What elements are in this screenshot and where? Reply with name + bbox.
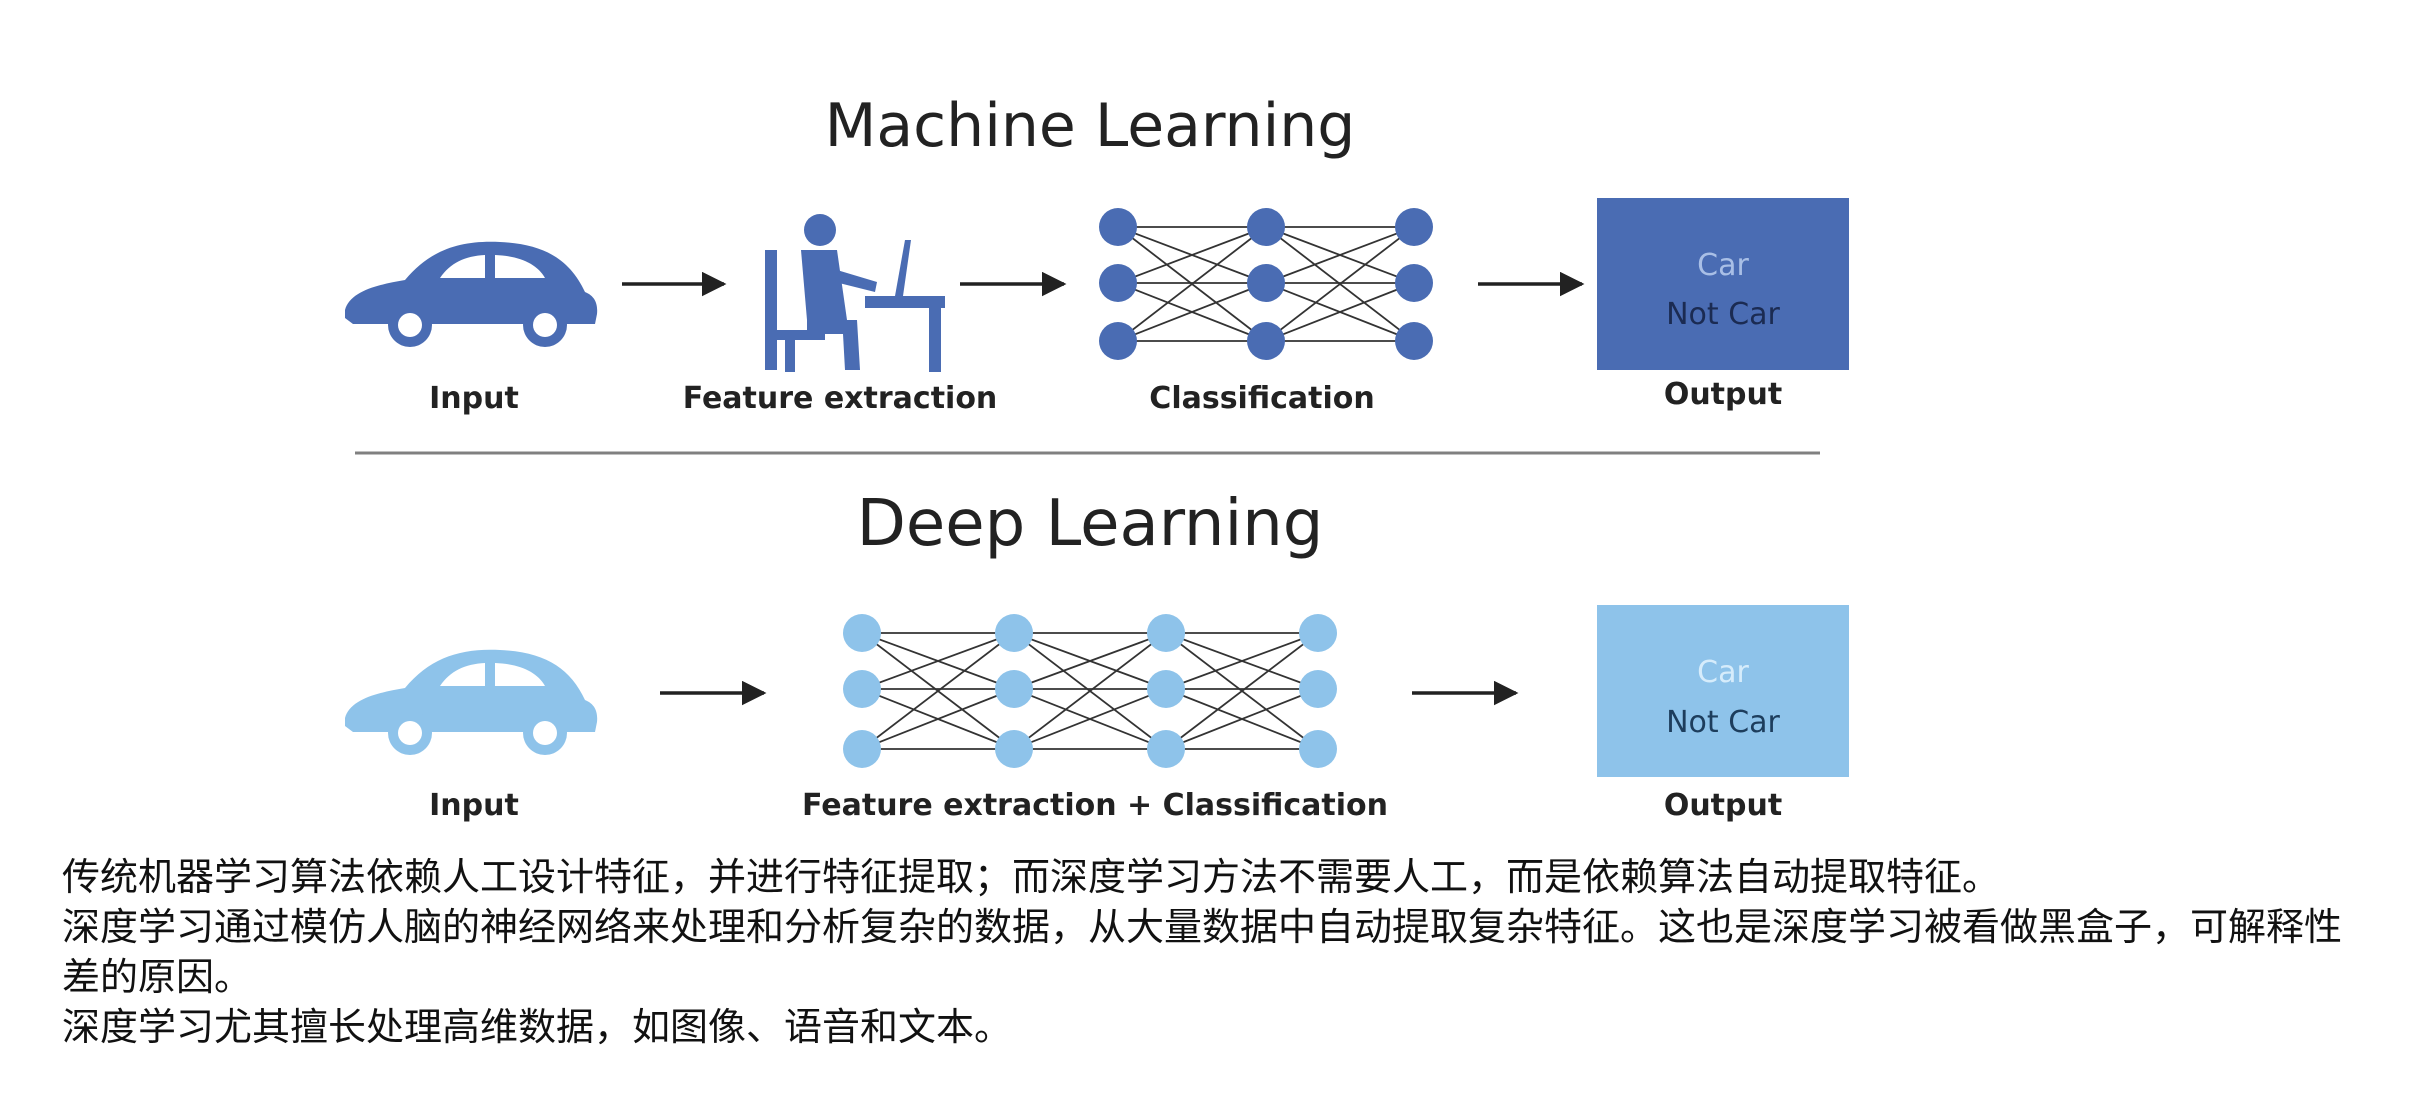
network-node: [843, 730, 881, 768]
ml-input-car-icon: [345, 241, 598, 347]
network-node: [995, 730, 1033, 768]
network-node: [1247, 322, 1285, 360]
network-node: [1299, 614, 1337, 652]
network-node: [1099, 264, 1137, 302]
dl-output-label: Output: [1664, 788, 1782, 823]
dl-input-car-icon: [345, 649, 598, 755]
network-node: [1147, 670, 1185, 708]
dl-title: Deep Learning: [857, 487, 1324, 561]
network-node: [1147, 730, 1185, 768]
network-connection: [861, 688, 1015, 750]
ml-neural-network-icon: [1099, 208, 1433, 360]
dl-combined-label: Feature extraction + Classification: [802, 788, 1388, 823]
network-node: [843, 614, 881, 652]
network-connection: [1265, 226, 1415, 342]
network-node: [843, 670, 881, 708]
network-node: [1099, 208, 1137, 246]
network-connection: [1165, 632, 1319, 750]
network-node: [1395, 208, 1433, 246]
network-connection: [1117, 282, 1267, 342]
network-node: [1147, 614, 1185, 652]
explanation-notes: 传统机器学习算法依赖人工设计特征，并进行特征提取；而深度学习方法不需要人工，而是…: [62, 852, 2342, 1052]
note-paragraph: 深度学习通过模仿人脑的神经网络来处理和分析复杂的数据，从大量数据中自动提取复杂特…: [62, 905, 2343, 999]
network-connection: [1117, 226, 1267, 342]
network-connection: [1013, 632, 1167, 690]
network-connection: [1165, 688, 1319, 750]
network-node: [1247, 264, 1285, 302]
network-node: [1395, 322, 1433, 360]
network-node: [995, 670, 1033, 708]
ml-output-car: Car: [1697, 248, 1749, 283]
network-connection: [1013, 632, 1167, 750]
ml-classification-label: Classification: [1149, 381, 1374, 416]
network-connection: [861, 632, 1015, 750]
ml-output-label: Output: [1664, 377, 1782, 412]
person-at-desk-icon: [765, 214, 945, 372]
ml-title: Machine Learning: [825, 91, 1356, 161]
network-connection: [861, 632, 1015, 690]
ml-input-label: Input: [429, 381, 519, 416]
network-connection: [1117, 226, 1267, 284]
note-paragraph: 传统机器学习算法依赖人工设计特征，并进行特征提取；而深度学习方法不需要人工，而是…: [62, 855, 2001, 899]
dl-output-not-car: Not Car: [1666, 705, 1780, 740]
dl-input-label: Input: [429, 788, 519, 823]
dl-output-box: [1597, 605, 1849, 777]
network-connection: [1265, 226, 1415, 284]
network-node: [1299, 730, 1337, 768]
network-node: [1099, 322, 1137, 360]
network-node: [1299, 670, 1337, 708]
dl-neural-network-icon: [843, 614, 1337, 768]
ml-output-not-car: Not Car: [1666, 297, 1780, 332]
network-node: [1395, 264, 1433, 302]
network-connection: [1013, 688, 1167, 750]
network-connection: [1165, 632, 1319, 690]
network-node: [1247, 208, 1285, 246]
ml-feature-extraction-label: Feature extraction: [683, 381, 998, 416]
note-paragraph: 深度学习尤其擅长处理高维数据，如图像、语音和文本。: [62, 1005, 1013, 1049]
dl-output-car: Car: [1697, 655, 1749, 690]
network-connection: [1265, 282, 1415, 342]
network-node: [995, 614, 1033, 652]
ml-output-box: [1597, 198, 1849, 370]
